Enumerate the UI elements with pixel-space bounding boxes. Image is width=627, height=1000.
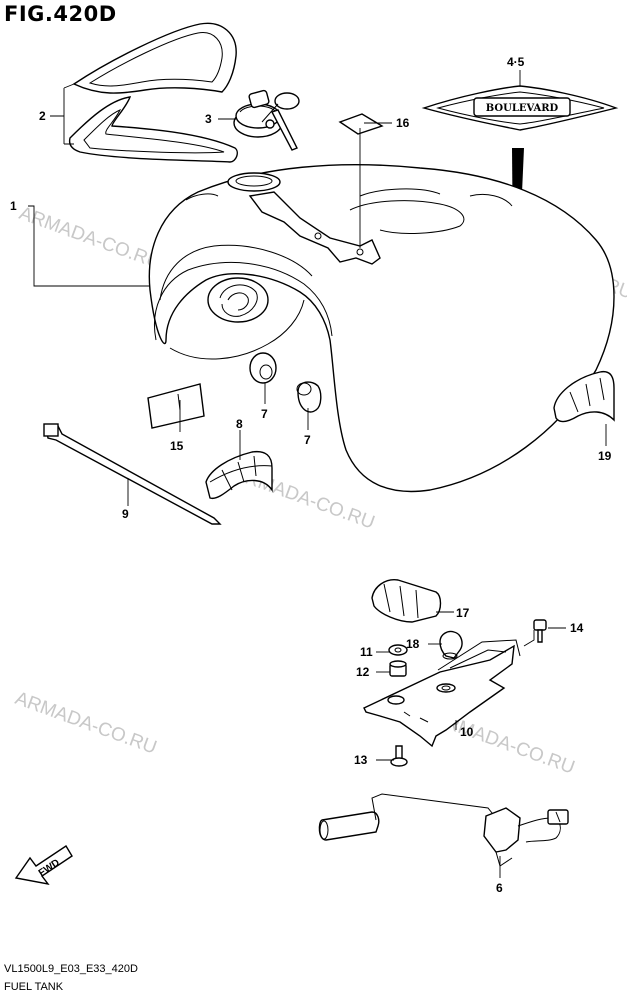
callout-18: 18 <box>406 637 420 651</box>
callout-7a: 7 <box>261 407 268 421</box>
callout-8: 8 <box>236 417 243 431</box>
figure-name: FUEL TANK <box>4 981 64 993</box>
callout-9: 9 <box>122 507 129 521</box>
callout-17: 17 <box>456 606 470 620</box>
callout-1: 1 <box>10 199 17 213</box>
part-16-label[interactable] <box>338 113 384 135</box>
callout-3: 3 <box>205 112 212 126</box>
part-2-decals[interactable] <box>68 22 238 163</box>
emblem-text: BOULEVARD <box>486 103 559 114</box>
figure-title: FIG.420D <box>4 2 117 26</box>
callout-11: 11 <box>360 645 373 659</box>
callout-6: 6 <box>496 881 503 895</box>
part-13-screw[interactable] <box>390 745 408 767</box>
part-14-bolt[interactable] <box>533 619 547 643</box>
watermark-1: ARMADA-CO.RU <box>16 203 163 274</box>
callout-2: 2 <box>39 109 46 123</box>
part-15-label[interactable] <box>147 383 205 429</box>
callout-13: 13 <box>354 753 368 767</box>
callout-4-5: 4·5 <box>507 55 525 69</box>
callout-10: 10 <box>460 725 474 739</box>
part-6-fuel-sensor[interactable] <box>318 793 569 867</box>
callout-14: 14 <box>570 621 584 635</box>
part-7-cushion-a[interactable] <box>249 352 277 384</box>
callout-16: 16 <box>396 116 410 130</box>
callout-7b: 7 <box>304 433 311 447</box>
part-11-washer[interactable] <box>388 644 408 656</box>
part-4-5-emblem[interactable]: BOULEVARD <box>421 85 619 131</box>
part-10-bracket[interactable] <box>363 639 521 748</box>
part-18-grommet[interactable] <box>439 630 463 660</box>
callout-19: 19 <box>598 449 612 463</box>
fwd-arrow-icon: FWD <box>14 845 73 886</box>
part-19-cushion[interactable] <box>553 370 615 423</box>
part-17-pad[interactable] <box>371 579 442 623</box>
figure-code: VL1500L9_E03_E33_420D <box>4 963 138 975</box>
part-7-cushion-b[interactable] <box>296 381 322 413</box>
callouts: 1 2 3 4·5 16 7 7 8 15 9 19 17 18 11 12 1… <box>10 55 612 895</box>
part-9-cable-tie[interactable] <box>43 423 222 525</box>
watermark-4: ARMADA-CO.RU <box>12 688 159 759</box>
part-8-cushion[interactable] <box>205 450 273 500</box>
leader-lines <box>28 70 607 878</box>
callout-12: 12 <box>356 665 370 679</box>
part-1-fuel-tank[interactable] <box>148 164 615 493</box>
callout-15: 15 <box>170 439 184 453</box>
part-3-fuel-cap[interactable] <box>233 89 300 151</box>
part-12-bushing[interactable] <box>389 660 407 677</box>
